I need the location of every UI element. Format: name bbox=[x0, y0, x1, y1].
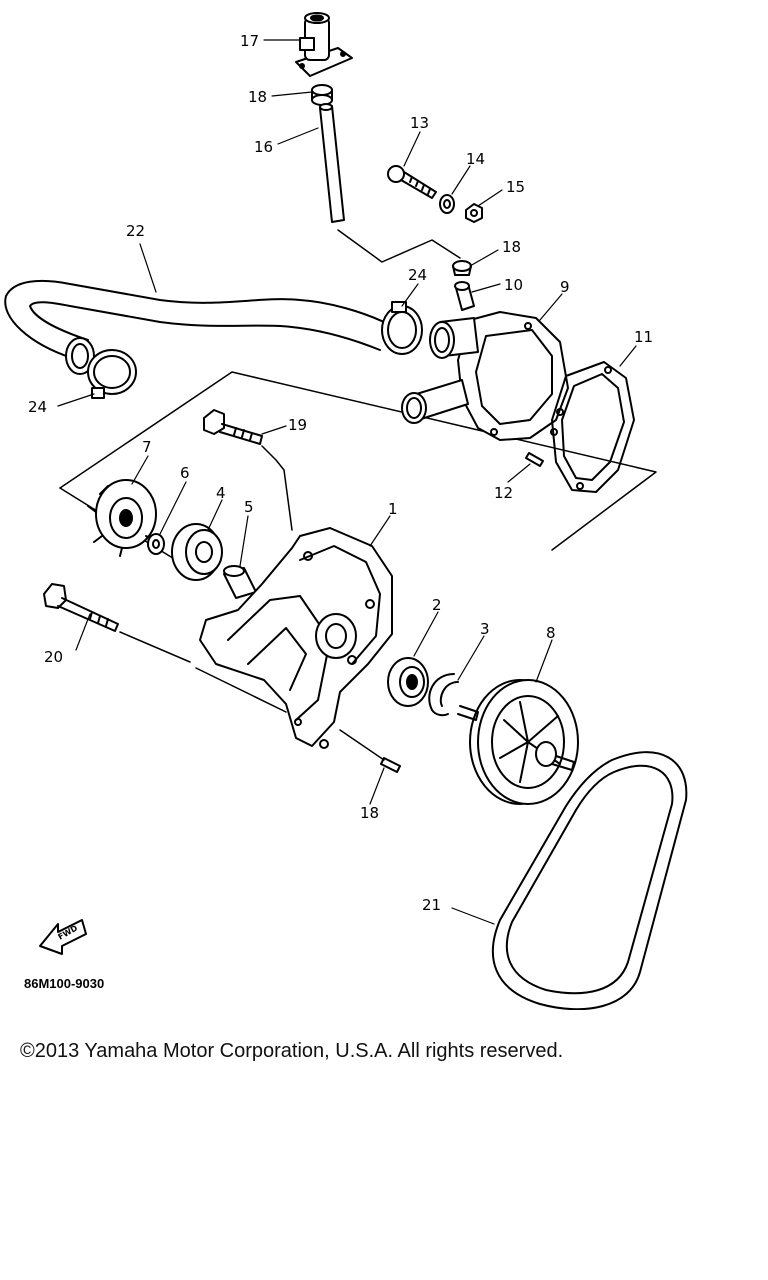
callout-10: 10 bbox=[504, 276, 523, 294]
bolt-21-line-2 bbox=[195, 667, 287, 713]
part-17-fitting bbox=[295, 12, 353, 77]
part-2-bearing bbox=[387, 657, 429, 707]
part-3-circlip bbox=[428, 673, 459, 717]
part-8-pulley bbox=[457, 679, 579, 805]
callout-16: 16 bbox=[254, 138, 273, 156]
part-24-clamp-left bbox=[87, 349, 137, 399]
callout-14: 14 bbox=[466, 150, 485, 168]
callout-24-right: 24 bbox=[408, 266, 427, 284]
part-20-bolt bbox=[203, 409, 263, 445]
part-7-impeller bbox=[87, 479, 157, 557]
part-9-pump-cover bbox=[401, 311, 569, 441]
callout-7: 7 bbox=[142, 438, 152, 456]
part-5-bushing bbox=[223, 565, 257, 599]
callout-18-lower: 18 bbox=[502, 238, 521, 256]
part-22-belt bbox=[492, 751, 688, 1011]
callout-6: 6 bbox=[180, 464, 190, 482]
bolt-21-line bbox=[119, 631, 191, 663]
callout-20: 19 bbox=[288, 416, 307, 434]
callout-1: 1 bbox=[388, 500, 398, 518]
callout-15: 15 bbox=[506, 178, 525, 196]
callout-22: 21 bbox=[422, 896, 441, 914]
part-15-nut bbox=[465, 203, 483, 223]
callout-17: 17 bbox=[240, 32, 259, 50]
part-18-clip-top bbox=[311, 84, 333, 106]
callout-11: 11 bbox=[634, 328, 653, 346]
part-19-dowel bbox=[380, 757, 401, 773]
leader-lines bbox=[57, 39, 637, 925]
bolt-20-line bbox=[261, 445, 293, 531]
part-4-seal bbox=[171, 523, 223, 581]
part-13-bolt bbox=[387, 165, 437, 199]
callout-19: 18 bbox=[360, 804, 379, 822]
assembly-outline bbox=[59, 371, 657, 551]
part-23-hose bbox=[4, 279, 385, 375]
callout-23: 22 bbox=[126, 222, 145, 240]
part-14-washer bbox=[439, 194, 455, 214]
part-1-housing bbox=[199, 527, 393, 749]
callout-3: 3 bbox=[480, 620, 490, 638]
part-24-clamp-right bbox=[381, 301, 423, 355]
callout-4: 4 bbox=[216, 484, 226, 502]
part-21-bolt bbox=[43, 583, 119, 632]
dowel-19-line bbox=[339, 729, 385, 761]
diagram-code: 86M100-9030 bbox=[24, 976, 104, 991]
fwd-arrow-icon bbox=[39, 919, 87, 955]
callout-5: 5 bbox=[244, 498, 254, 516]
callout-8: 8 bbox=[546, 624, 556, 642]
callout-13: 13 bbox=[410, 114, 429, 132]
callout-24-left: 24 bbox=[28, 398, 47, 416]
part-16-tube bbox=[319, 103, 345, 223]
part-6-washer bbox=[147, 533, 165, 555]
connection-line bbox=[337, 229, 461, 263]
callout-12: 12 bbox=[494, 484, 513, 502]
part-18-clip-lower bbox=[452, 260, 472, 276]
exploded-view-drawing: 17 18 16 13 14 15 18 10 24 9 11 12 22 24… bbox=[4, 12, 688, 1011]
part-11-gasket bbox=[550, 361, 635, 493]
callout-18-top: 18 bbox=[248, 88, 267, 106]
callout-2: 2 bbox=[432, 596, 442, 614]
callout-21: 20 bbox=[44, 648, 63, 666]
copyright-notice: ©2013 Yamaha Motor Corporation, U.S.A. A… bbox=[20, 1040, 564, 1062]
part-10-nipple bbox=[454, 281, 475, 311]
part-12-dowel bbox=[525, 452, 544, 467]
callout-9: 9 bbox=[560, 278, 570, 296]
